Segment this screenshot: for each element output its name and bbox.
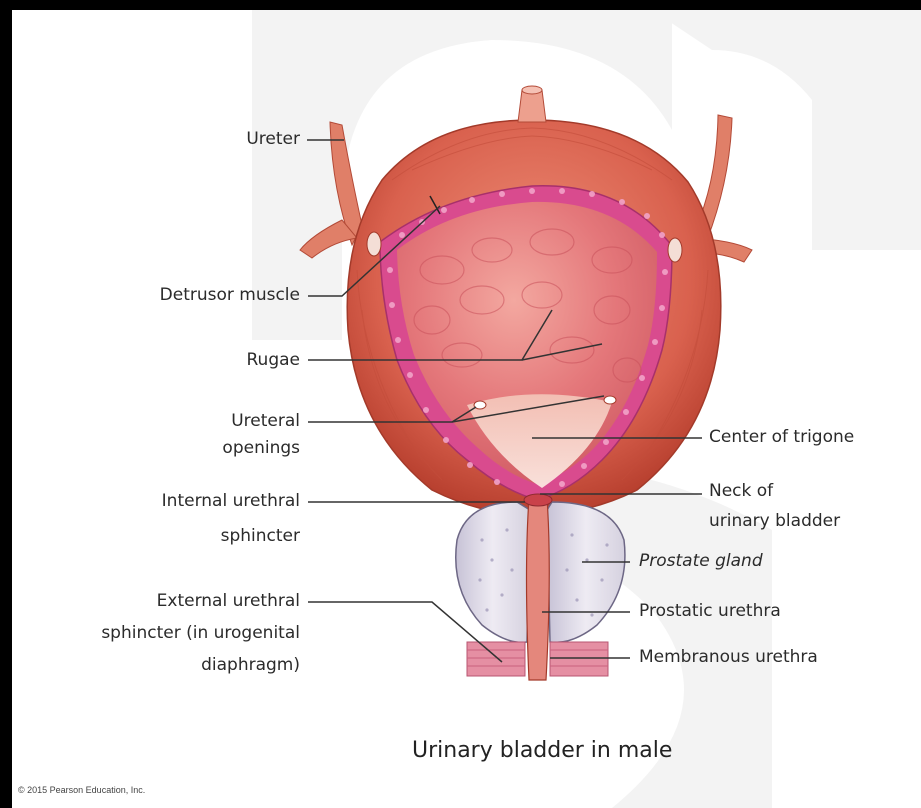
- copyright-notice: © 2015 Pearson Education, Inc.: [18, 785, 145, 795]
- bladder-illustration: [12, 10, 921, 808]
- label-ureteral-openings-1: Ureteral: [162, 408, 300, 435]
- label-detrusor-muscle: Detrusor muscle: [100, 282, 300, 309]
- label-external-sphincter-2: sphincter (in urogenital: [52, 620, 300, 647]
- label-external-sphincter-1: External urethral: [52, 588, 300, 615]
- label-ureter: Ureter: [162, 126, 300, 153]
- diagram-slide: Ureter Detrusor muscle Rugae Ureteral op…: [12, 10, 921, 808]
- label-neck-1: Neck of: [709, 478, 773, 505]
- label-internal-sphincter-2: sphincter: [100, 523, 300, 550]
- label-prostatic-urethra: Prostatic urethra: [639, 598, 781, 625]
- label-membranous-urethra: Membranous urethra: [639, 644, 818, 671]
- label-neck-2: urinary bladder: [709, 508, 840, 535]
- label-prostate-gland: Prostate gland: [639, 548, 763, 575]
- figure-caption: Urinary bladder in male: [412, 738, 672, 763]
- label-external-sphincter-3: diaphragm): [52, 652, 300, 679]
- label-ureteral-openings-2: openings: [162, 435, 300, 462]
- label-center-of-trigone: Center of trigone: [709, 424, 854, 451]
- label-internal-sphincter-1: Internal urethral: [100, 488, 300, 515]
- label-rugae: Rugae: [162, 347, 300, 374]
